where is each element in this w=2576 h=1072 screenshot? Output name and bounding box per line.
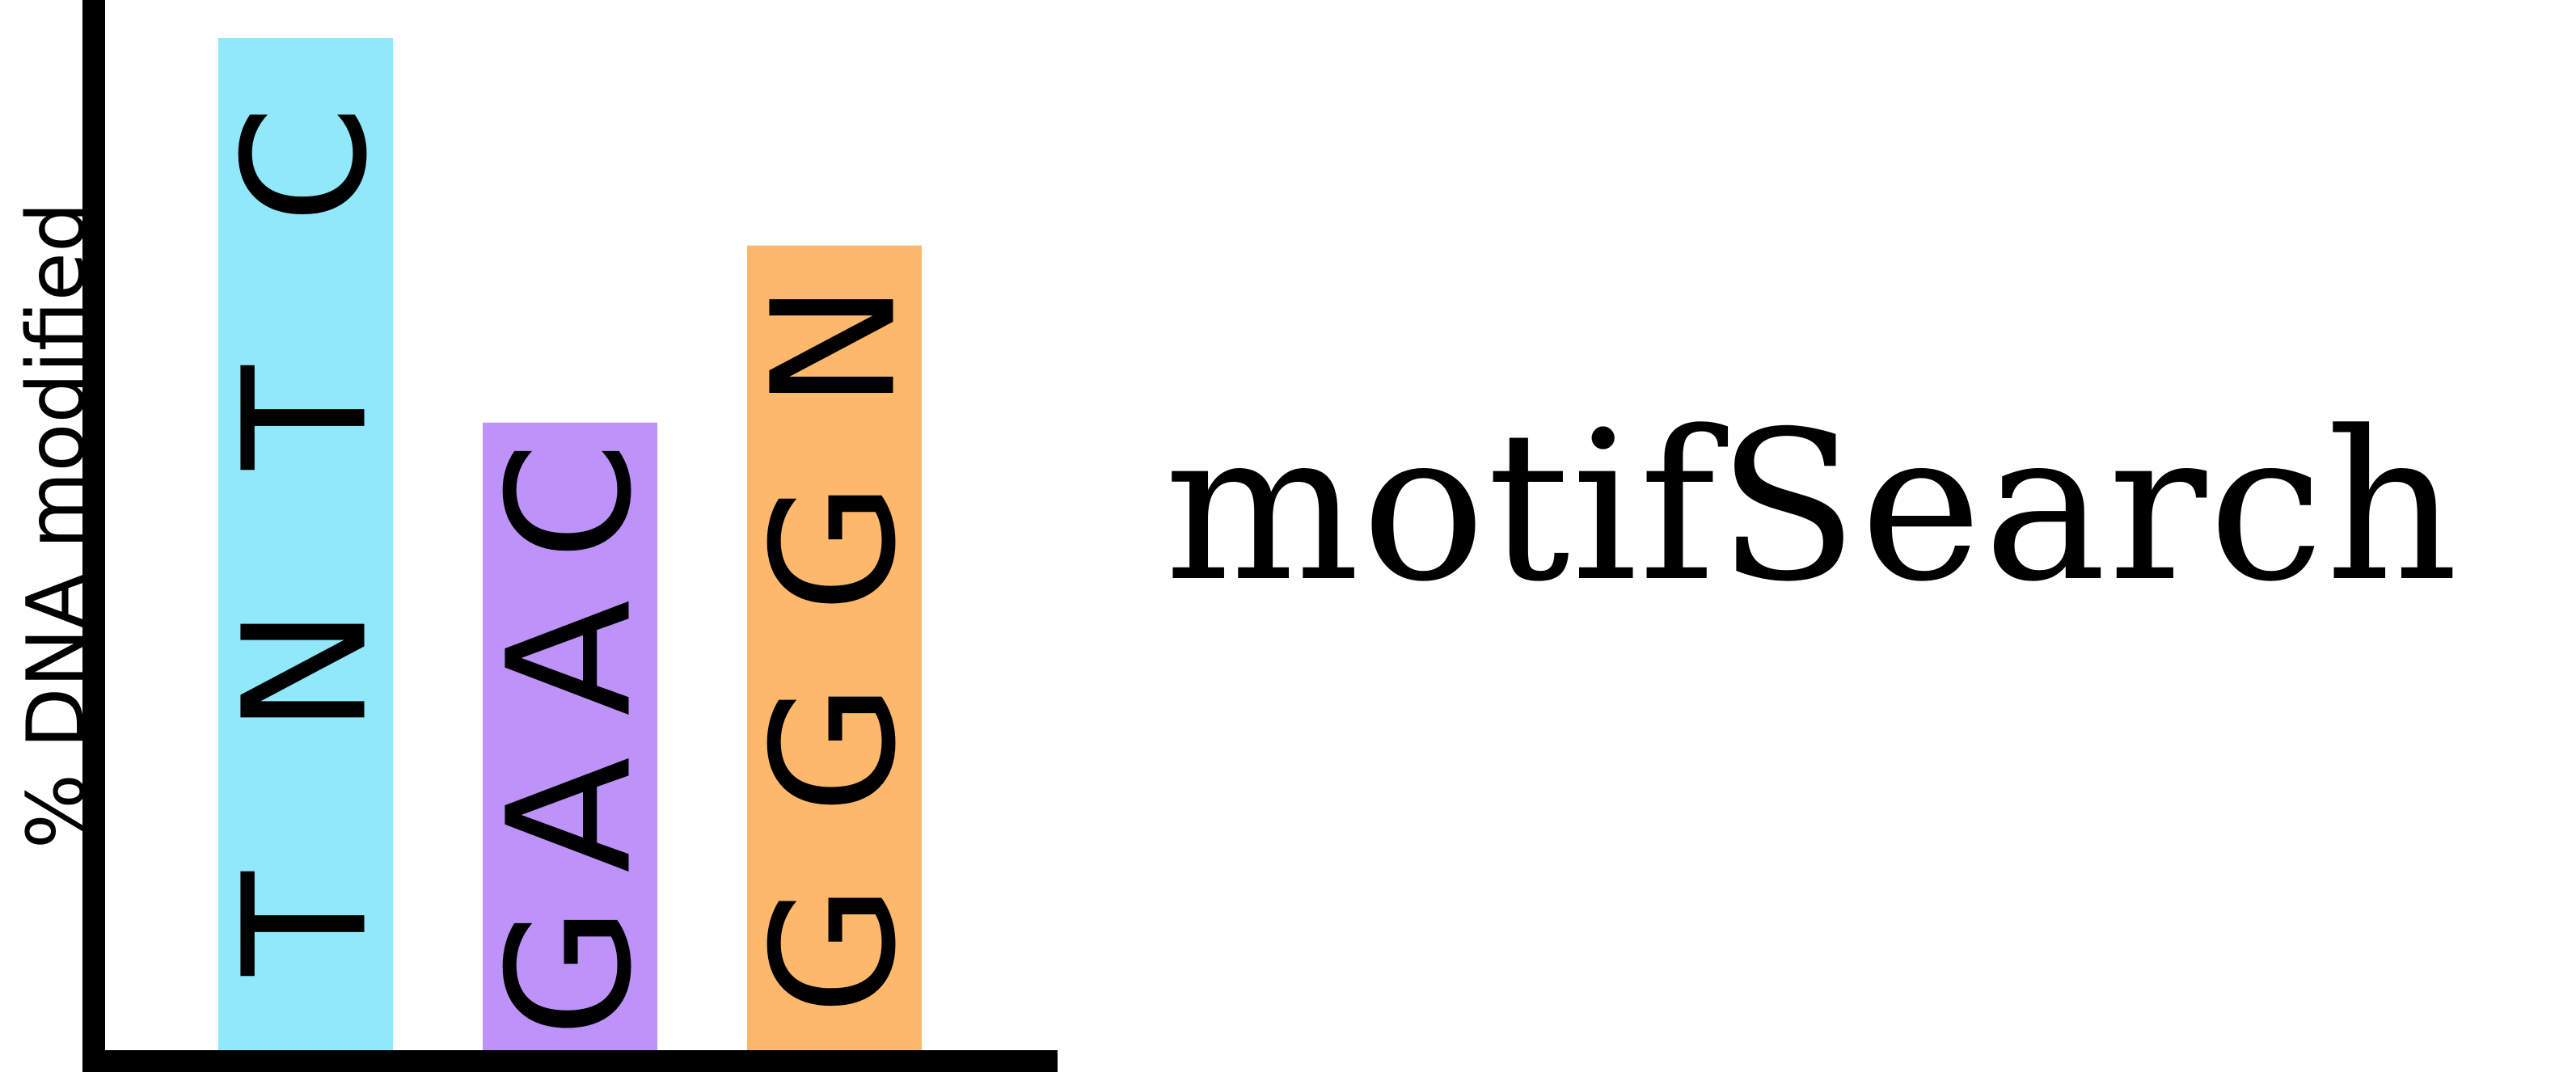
bar-2-letter-3: A: [471, 600, 669, 716]
bar-1: [218, 38, 393, 1050]
y-axis-label: % DNA modified: [11, 202, 103, 849]
bar-3: [747, 245, 922, 1050]
wordmark: motifSearch: [1164, 387, 2460, 627]
bar-1-letter-1: T: [207, 872, 405, 977]
bar-1-letter-3: T: [207, 365, 405, 471]
bar-3-letter-2: G: [736, 682, 934, 814]
bar-2-letter-2: A: [471, 757, 669, 873]
bar-2: [483, 422, 657, 1050]
bar-3-letter-1: G: [736, 884, 934, 1015]
bar-1-letter-4: C: [207, 105, 405, 224]
bar-2-letter-1: G: [471, 906, 669, 1038]
bar-1-letter-2: N: [207, 607, 405, 734]
bar-3-letter-4: N: [736, 283, 934, 410]
bar-3-letter-3: G: [736, 482, 934, 614]
bar-2-letter-4: C: [471, 441, 669, 560]
